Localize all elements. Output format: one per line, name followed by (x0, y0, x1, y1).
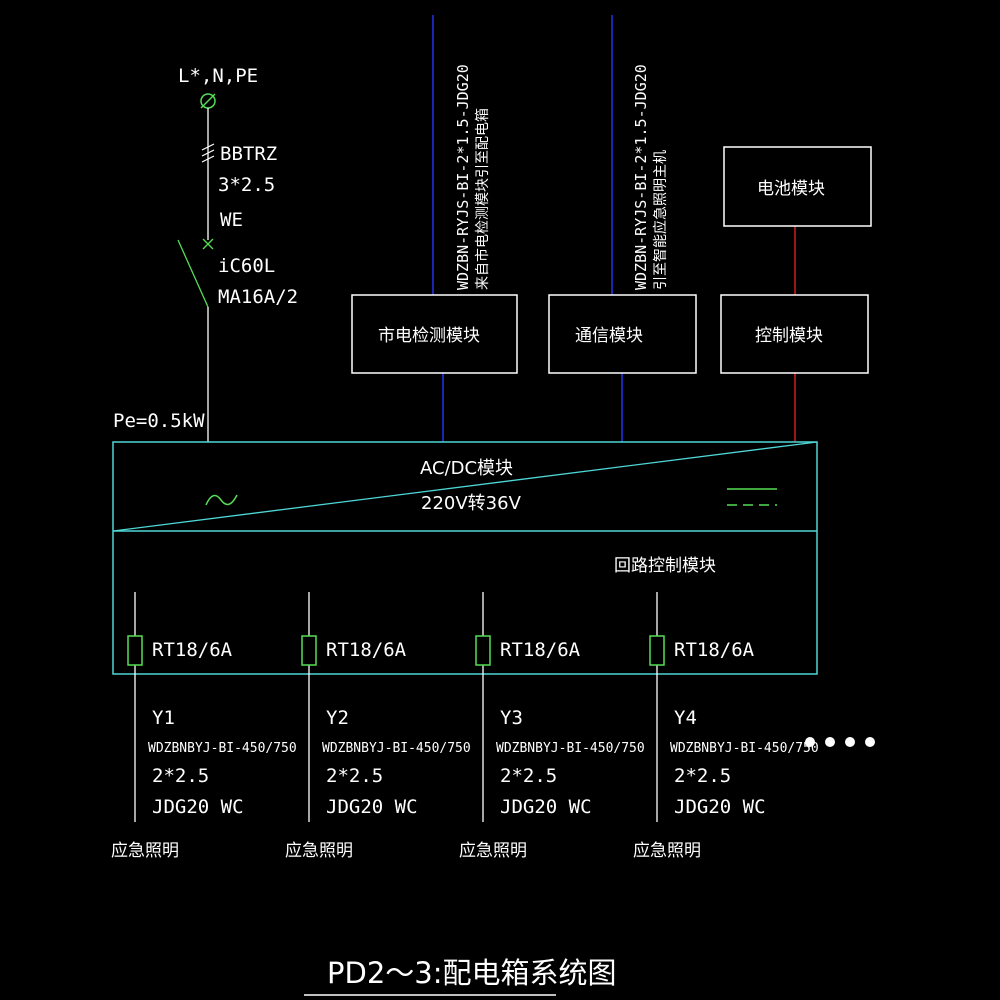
communication-label: 通信模块 (575, 326, 643, 346)
fuse-icon (301, 635, 317, 666)
breaker-type: iC60L (218, 255, 275, 277)
mains-detection-module (351, 294, 518, 374)
diagram-title: PD2～3:配电箱系统图 (327, 956, 617, 990)
acdc-spec: 220V转36V (421, 493, 522, 514)
cable-route: WE (220, 209, 243, 231)
control-label: 控制模块 (755, 326, 823, 346)
breaker-cross-icon (202, 238, 214, 250)
circuit-id: Y3 (500, 707, 523, 729)
circuit-route: JDG20 WC (326, 796, 418, 818)
cable2-annotation: WDZBN-RYJS-BI-2*1.5-JDG20 引至智能应急照明主机 (632, 64, 669, 290)
circuit-id: Y4 (674, 707, 697, 729)
more-circuits-dots (805, 737, 875, 747)
circuit-size: 2*2.5 (326, 765, 383, 787)
breaker-switch-blade (177, 239, 209, 308)
mains-detection-label: 市电检测模块 (378, 326, 480, 346)
acdc-diagonal (112, 441, 818, 532)
fuse-icon (127, 635, 143, 666)
circuit-load: 应急照明 (459, 841, 527, 861)
ac-sine-icon (205, 494, 238, 506)
cable1-annotation: WDZBN-RYJS-BI-2*1.5-JDG20 来自市电检测模块引至配电箱 (454, 64, 491, 290)
fuse-icon (475, 635, 491, 666)
cable2-spec: WDZBN-RYJS-BI-2*1.5-JDG20 (632, 64, 650, 290)
fuse-rating: RT18/6A (326, 639, 407, 661)
circuit-load: 应急照明 (111, 841, 179, 861)
circuit-id: Y2 (326, 707, 349, 729)
acdc-box (112, 441, 818, 675)
circuit-cable: WDZBNBYJ-BI-450/750 (496, 741, 645, 756)
fuse-rating: RT18/6A (674, 639, 755, 661)
fuse-icon (649, 635, 665, 666)
loop-control-label: 回路控制模块 (614, 556, 716, 576)
breaker-rating: MA16A/2 (218, 286, 298, 308)
battery-module (723, 146, 872, 227)
circuit-id: Y1 (152, 707, 175, 729)
circuit-cable: WDZBNBYJ-BI-450/750 (670, 741, 819, 756)
fuse-rating: RT18/6A (500, 639, 581, 661)
cable1-note: 来自市电检测模块引至配电箱 (474, 108, 491, 290)
circuit-route: JDG20 WC (152, 796, 244, 818)
circuit-size: 2*2.5 (152, 765, 209, 787)
control-module (720, 294, 869, 374)
cable1-spec: WDZBN-RYJS-BI-2*1.5-JDG20 (454, 64, 472, 290)
circuit-size: 2*2.5 (674, 765, 731, 787)
circuit-cable: WDZBNBYJ-BI-450/750 (148, 741, 297, 756)
cable2-note: 引至智能应急照明主机 (652, 150, 669, 290)
circuit-route: JDG20 WC (674, 796, 766, 818)
circuit-cable: WDZBNBYJ-BI-450/750 (322, 741, 471, 756)
phase-label: L*,N,PE (178, 65, 258, 87)
fuse-rating: RT18/6A (152, 639, 233, 661)
cable-size: 3*2.5 (218, 174, 275, 196)
circuit-route: JDG20 WC (500, 796, 592, 818)
cable-type: BBTRZ (220, 143, 277, 165)
power-rating: Pe=0.5kW (113, 410, 205, 432)
communication-module (548, 294, 697, 374)
supply-terminal-slash (200, 93, 216, 109)
circuit-load: 应急照明 (633, 841, 701, 861)
battery-label: 电池模块 (757, 179, 825, 199)
acdc-title: AC/DC模块 (420, 458, 513, 479)
circuit-size: 2*2.5 (500, 765, 557, 787)
circuit-load: 应急照明 (285, 841, 353, 861)
three-conductor-mark-icon (201, 143, 215, 163)
